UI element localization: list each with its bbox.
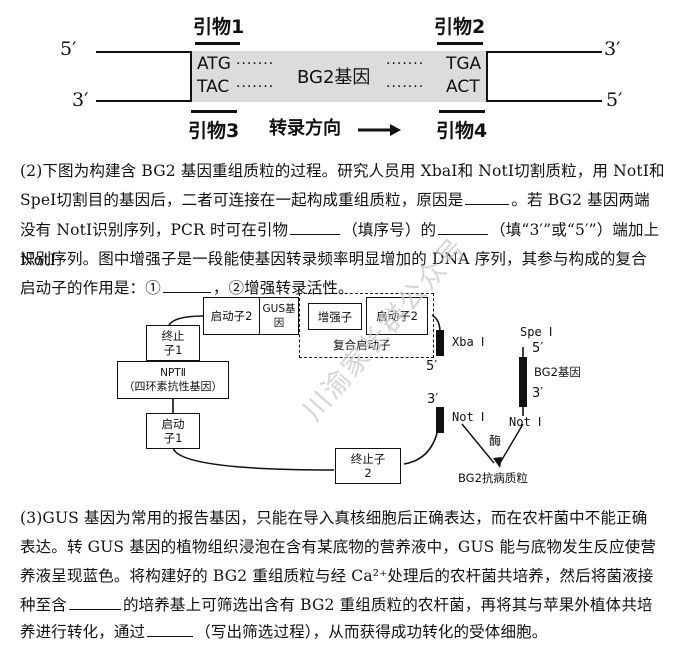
- not-left-label: Not Ⅰ: [452, 410, 485, 424]
- transcription-arrow-icon: [356, 122, 402, 141]
- not-right-label: Not Ⅰ: [509, 415, 542, 429]
- q2-line4: 识别序列。图中增强子是一段能使基因转录频率明显增加的 DNA 序列，其参与构成的…: [20, 250, 647, 268]
- composite-promoter-outline: [299, 293, 434, 358]
- q3-line4b: 的培养基上可筛选出含有 BG2 重组质粒的农杆菌，再将其与苹果外植体共培: [122, 596, 653, 614]
- top-strand-3prime: 3′: [604, 38, 621, 60]
- promoter2b-box: 启动子2: [366, 297, 428, 335]
- q3-answer-blank-1[interactable]: [68, 594, 121, 610]
- terminator1-box: 终止子1: [146, 325, 200, 361]
- dots-top-left: ·······: [236, 56, 275, 72]
- npt-desc: （四环素抗性基因）: [123, 380, 223, 393]
- q2-line3c: （填“3′”或“5′”）端加上 NotI: [20, 221, 660, 269]
- seq-atg: ATG: [197, 54, 231, 74]
- q3-line2: 表达。转 GUS 基因的植物组织浸泡在含有某底物的营养液中，GUS 能与底物发生…: [20, 538, 657, 556]
- promoter1-box: 启动子1: [146, 413, 200, 449]
- dots-bottom-right: ·······: [386, 79, 425, 95]
- dots-top-right: ·······: [386, 56, 425, 72]
- q2-line5a: 启动子的作用是：①: [20, 279, 161, 297]
- q3-line5a: 养进行转化，通过: [20, 623, 146, 641]
- q2-line3b: （填序号）的: [342, 221, 437, 239]
- bottom-strand-5prime: 5′: [606, 89, 623, 111]
- primer4-bar: [439, 110, 485, 113]
- primer3-bar: [191, 110, 237, 113]
- q2-answer-blank-3[interactable]: [438, 219, 489, 235]
- composite-promoter-label: 复合启动子: [333, 338, 391, 352]
- q2-answer-blank-2[interactable]: [290, 219, 341, 235]
- q2-line2b: 。若 BG2 基因两端: [511, 191, 650, 209]
- recombinant-plasmid-label: BG2抗病质粒: [458, 471, 528, 485]
- q3-answer-blank-2[interactable]: [147, 621, 194, 637]
- top-strand-5prime: 5′: [60, 38, 77, 60]
- enzyme-label: 酶: [489, 434, 502, 448]
- primer1-bar: [195, 42, 240, 45]
- right-end-3prime: 3′: [532, 386, 544, 401]
- q3-line5b: （写出筛选过程），从而获得成功转化的受体细胞。: [195, 623, 548, 641]
- terminator2-box: 终止子2: [335, 448, 401, 484]
- bg2-gene-box: [190, 51, 488, 102]
- dots-bottom-left: ·······: [236, 79, 275, 95]
- primer3-label: 引物3: [188, 120, 240, 142]
- bg2-gene-right-label: BG2基因: [534, 365, 581, 379]
- seq-tac: TAC: [197, 77, 230, 97]
- left-end-5prime: 5′: [426, 359, 438, 374]
- bg2-gene-label: BG2基因: [297, 67, 371, 88]
- npt-box: NPTⅡ （四环素抗性基因）: [117, 361, 229, 399]
- xba-label: Xba Ⅰ: [452, 335, 485, 349]
- enhancer-box: 增强子: [308, 303, 362, 330]
- q2-line2a: SpeI切割目的基因后，二者可连接在一起构成重组质粒，原因是: [20, 191, 464, 209]
- q2-line1: (2)下图为构建含 BG2 基因重组质粒的过程。研究人员用 XbaI和 NotI…: [20, 162, 665, 180]
- gus-gene-box: GUS基因: [259, 297, 299, 335]
- promoter2-box: 启动子2: [203, 297, 260, 335]
- right-end-5prime: 5′: [532, 341, 544, 356]
- spe-label: Spe Ⅰ: [520, 325, 553, 339]
- npt-label: NPTⅡ: [160, 367, 186, 379]
- primer4-label: 引物4: [436, 120, 488, 142]
- transcription-label: 转录方向: [269, 118, 341, 139]
- q2-answer-blank-1[interactable]: [465, 189, 510, 205]
- primer1-label: 引物1: [193, 16, 245, 38]
- seq-tga: TGA: [446, 54, 482, 74]
- primer2-bar: [437, 42, 483, 45]
- q3-line3: 养液呈现蓝色。将构建好的 BG2 重组质粒与经 Ca²⁺处理后的农杆菌共培养，然…: [20, 567, 654, 585]
- left-end-3prime: 3′: [427, 392, 439, 407]
- q2-line3a: 没有 NotI识别序列，PCR 时可在引物: [20, 221, 289, 239]
- bottom-strand-3prime: 3′: [72, 89, 89, 111]
- q2-answer-blank-4[interactable]: [162, 277, 211, 293]
- primer2-label: 引物2: [434, 16, 486, 38]
- q3-line4a: 种至含: [20, 596, 67, 614]
- seq-act: ACT: [446, 77, 480, 97]
- q3-line1: (3)GUS 基因为常用的报告基因，只能在导入真核细胞后正确表达，而在农杆菌中不…: [20, 509, 648, 527]
- q2-line5b: ，②增强转录活性。: [212, 279, 354, 297]
